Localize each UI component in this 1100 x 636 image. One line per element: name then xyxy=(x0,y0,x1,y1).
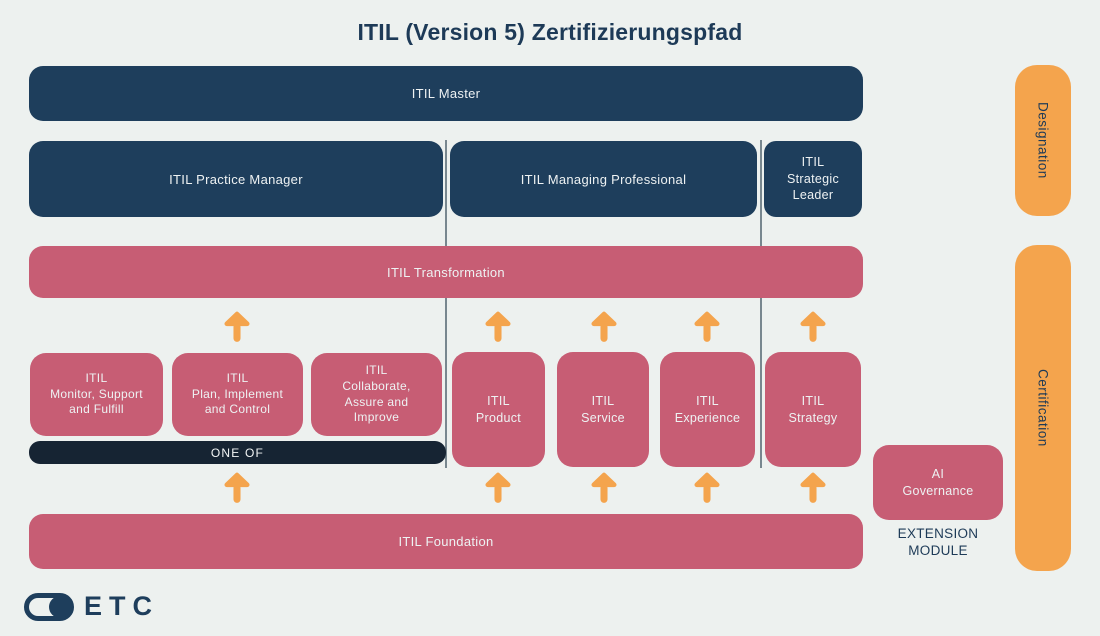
itil-managing-professional-box: ITIL Managing Professional xyxy=(450,141,757,217)
etc-logo-text: ETC xyxy=(84,591,159,621)
up-arrow-icon xyxy=(800,472,826,504)
up-arrow-icon xyxy=(224,311,250,343)
certification-bar: Certification xyxy=(1015,245,1071,571)
itil-strategic-leader-box: ITIL Strategic Leader xyxy=(764,141,862,217)
certification-label: Certification xyxy=(1035,369,1051,447)
up-arrow-icon xyxy=(224,472,250,504)
up-arrow-icon xyxy=(591,311,617,343)
etc-logo: ETC xyxy=(24,591,159,622)
itil-practice-manager-box: ITIL Practice Manager xyxy=(29,141,443,217)
up-arrow-icon xyxy=(485,311,511,343)
toggle-knob-icon xyxy=(49,595,71,618)
module-itil-service-box: ITIL Service xyxy=(557,352,649,467)
designation-label: Designation xyxy=(1035,102,1051,179)
up-arrow-icon xyxy=(694,472,720,504)
toggle-icon xyxy=(24,592,74,621)
page-title: ITIL (Version 5) Zertifizierungspfad xyxy=(357,19,743,45)
designation-bar: Designation xyxy=(1015,65,1071,216)
module-plan-implement-control-box: ITIL Plan, Implement and Control xyxy=(172,353,303,436)
module-monitor-support-fulfill-box: ITIL Monitor, Support and Fulfill xyxy=(30,353,163,436)
itil-foundation-box: ITIL Foundation xyxy=(29,514,863,569)
up-arrow-icon xyxy=(591,472,617,504)
column-divider-line xyxy=(760,140,762,468)
up-arrow-icon xyxy=(485,472,511,504)
itil-transformation-box: ITIL Transformation xyxy=(29,246,863,298)
one-of-bar: ONE OF xyxy=(29,441,446,464)
module-itil-experience-box: ITIL Experience xyxy=(660,352,755,467)
module-collaborate-assure-improve-box: ITIL Collaborate, Assure and Improve xyxy=(311,353,442,436)
module-itil-product-box: ITIL Product xyxy=(452,352,545,467)
up-arrow-icon xyxy=(694,311,720,343)
column-divider-line xyxy=(445,140,447,468)
up-arrow-icon xyxy=(800,311,826,343)
module-itil-strategy-box: ITIL Strategy xyxy=(765,352,861,467)
ai-governance-box: AI Governance xyxy=(873,445,1003,520)
itil-master-box: ITIL Master xyxy=(29,66,863,121)
extension-module-caption: EXTENSION MODULE xyxy=(897,526,979,558)
